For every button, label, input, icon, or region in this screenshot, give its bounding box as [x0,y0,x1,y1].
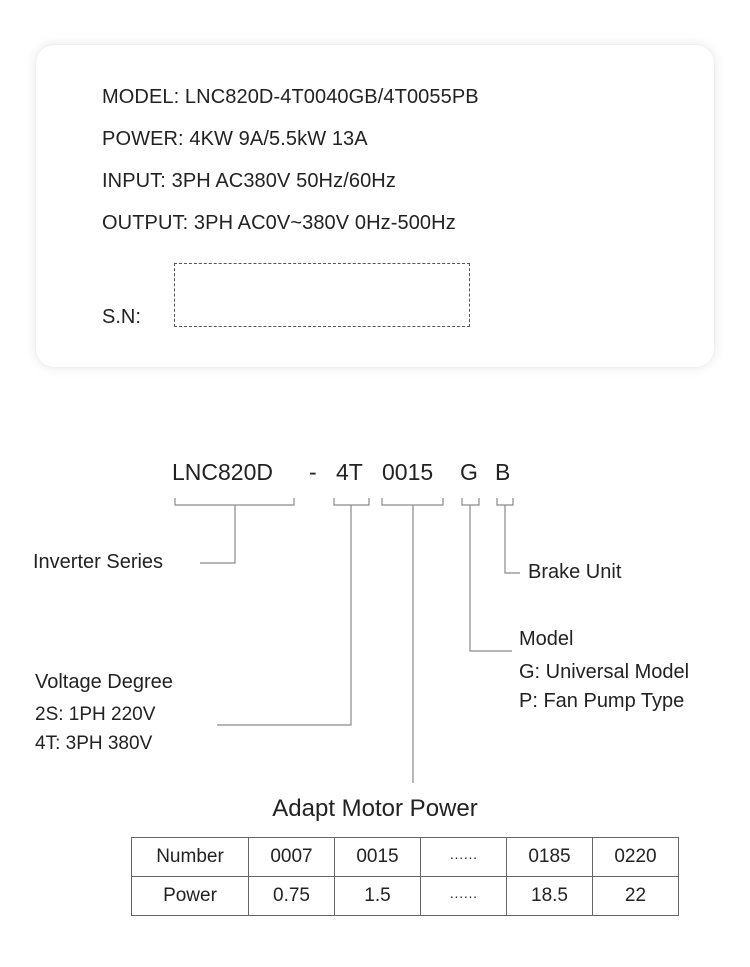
voltage-degree-title: Voltage Degree [35,671,173,693]
table-cell: 1.5 [334,876,421,916]
table-cell: 18.5 [506,876,593,916]
table-row: Number 0007 0015 ······ 0185 0220 [131,837,679,877]
table-row: Power 0.75 1.5 ······ 18.5 22 [131,876,679,916]
table-cell: 0185 [506,837,593,877]
model-title: Model [519,628,574,650]
input-line: INPUT: 3PH AC380V 50Hz/60Hz [102,170,396,192]
model-leader [469,505,512,652]
model-p-label: P: Fan Pump Type [519,690,685,712]
code-model: G [460,459,478,485]
brake-leader [504,505,520,574]
table-cell: 0.75 [248,876,335,916]
code-dash: - [309,459,317,485]
output-line: OUTPUT: 3PH AC0V~380V 0Hz-500Hz [102,212,456,234]
code-power: 0015 [382,459,434,485]
code-brake: B [495,459,511,485]
table-cell: ······ [420,876,507,916]
motor-power-table: Number 0007 0015 ······ 0185 0220 Power … [131,837,679,916]
power-bracket [381,498,444,506]
voltage-leader [217,505,352,726]
model-g-label: G: Universal Model [519,661,690,683]
table-cell: 0015 [334,837,421,877]
series-bracket [174,498,295,506]
inverter-series-label: Inverter Series [33,551,164,573]
table-cell: 0007 [248,837,335,877]
code-voltage: 4T [336,459,363,485]
table-cell: ······ [420,837,507,877]
power-line: POWER: 4KW 9A/5.5kW 13A [102,128,368,150]
motor-power-title: Adapt Motor Power [272,795,478,822]
serial-number-box [174,263,470,327]
model-bracket [461,498,480,506]
brake-unit-label: Brake Unit [528,561,622,583]
voltage-bracket [333,498,370,506]
table-cell: Power [131,876,249,916]
table-cell: Number [131,837,249,877]
table-cell: 22 [592,876,679,916]
voltage-4t-label: 4T: 3PH 380V [35,733,153,754]
voltage-2s-label: 2S: 1PH 220V [35,704,156,725]
series-leader [200,505,236,564]
nameplate-card: MODEL: LNC820D-4T0040GB/4T0055PB POWER: … [36,45,714,367]
table-cell: 0220 [592,837,679,877]
model-line: MODEL: LNC820D-4T0040GB/4T0055PB [102,86,479,108]
brake-bracket [496,498,514,506]
code-series: LNC820D [172,459,273,485]
serial-number-label: S.N: [102,306,141,328]
